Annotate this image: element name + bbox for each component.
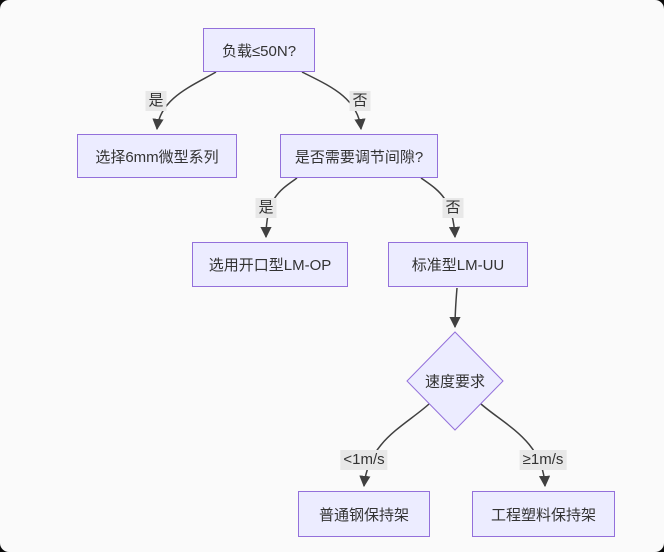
- node-steel-cage: 普通钢保持架: [298, 491, 430, 537]
- edge-label-lt-1ms: <1m/s: [340, 450, 388, 470]
- edge-load-no: [301, 71, 366, 131]
- edge-label-yes-1: 是: [145, 91, 167, 111]
- speed-decision-diamond: [406, 331, 504, 431]
- edge-clearance-yes: [260, 177, 298, 239]
- edge-label-no-1: 否: [349, 91, 371, 111]
- node-clearance-question: 是否需要调节间隙?: [280, 134, 438, 178]
- node-plastic-cage: 工程塑料保持架: [472, 491, 615, 537]
- edge-label-no-2: 否: [442, 198, 464, 218]
- edge-label-ge-1ms: ≥1m/s: [519, 450, 567, 470]
- node-speed-decision-label: 速度要求: [424, 373, 486, 391]
- edge-speed-lt: [359, 403, 430, 488]
- edge-speed-ge: [480, 403, 551, 488]
- node-micro-series: 选择6mm微型系列: [77, 134, 237, 178]
- edge-label-yes-2: 是: [255, 198, 277, 218]
- edge-load-yes: [152, 71, 217, 131]
- node-open-type: 选用开口型LM-OP: [192, 242, 348, 287]
- node-standard-type: 标准型LM-UU: [388, 242, 528, 287]
- edge-clearance-no: [420, 177, 461, 239]
- edge-standard-to-speed: [449, 287, 461, 329]
- node-load-question: 负载≤50N?: [203, 28, 315, 72]
